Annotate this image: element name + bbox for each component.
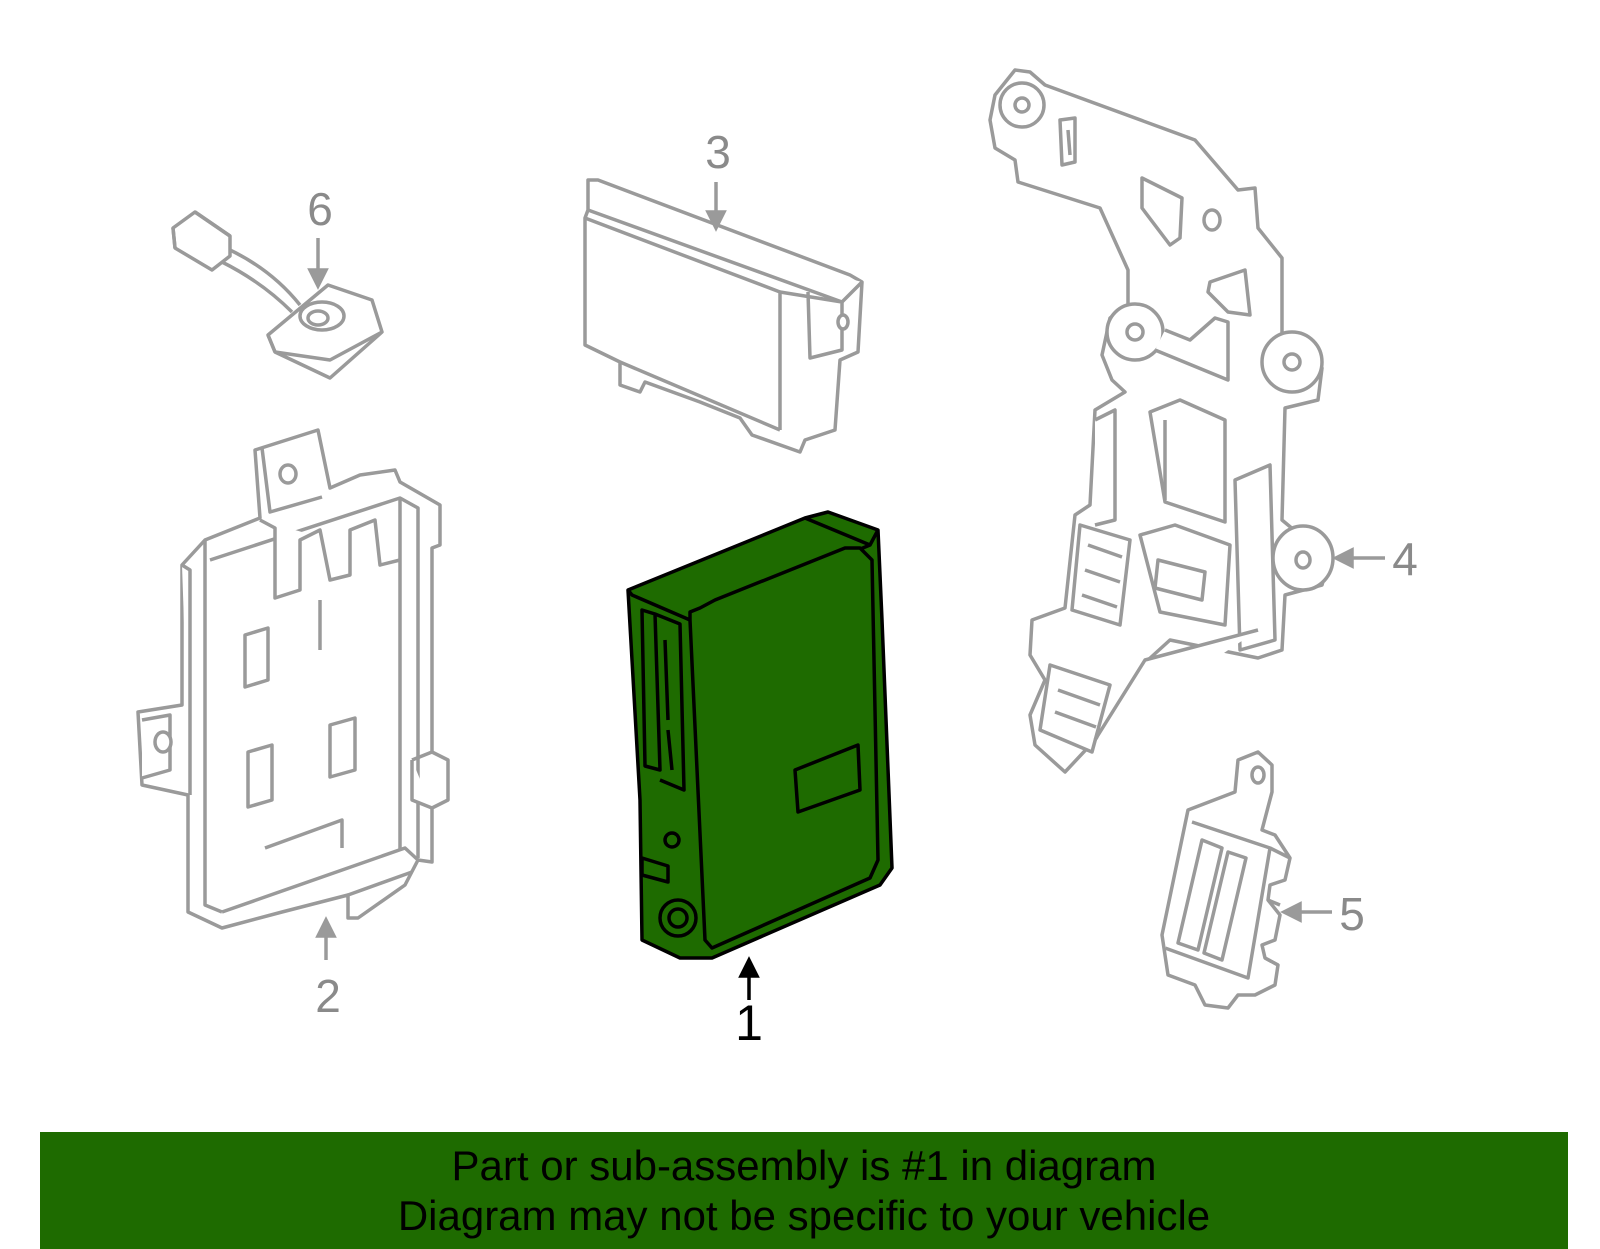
callout-5: 5 — [1339, 888, 1365, 940]
info-banner: Part or sub-assembly is #1 in diagram Di… — [40, 1132, 1568, 1249]
callout-2: 2 — [315, 970, 341, 1022]
callout-4: 4 — [1392, 533, 1418, 585]
part-3-module — [583, 178, 864, 454]
part-6-connector — [171, 210, 384, 380]
part-4-bracket — [988, 68, 1335, 774]
callout-6: 6 — [307, 183, 333, 235]
leader-arrows — [307, 182, 1385, 1000]
part-5-connector-block — [1160, 750, 1292, 1010]
banner-line-2: Diagram may not be specific to your vehi… — [397, 1191, 1211, 1239]
part-1-module — [626, 510, 894, 960]
callout-1: 1 — [735, 995, 763, 1051]
banner-line-1: Part or sub-assembly is #1 in diagram — [451, 1141, 1157, 1189]
part-2-fuse-box — [136, 428, 450, 930]
callout-3: 3 — [705, 126, 731, 178]
